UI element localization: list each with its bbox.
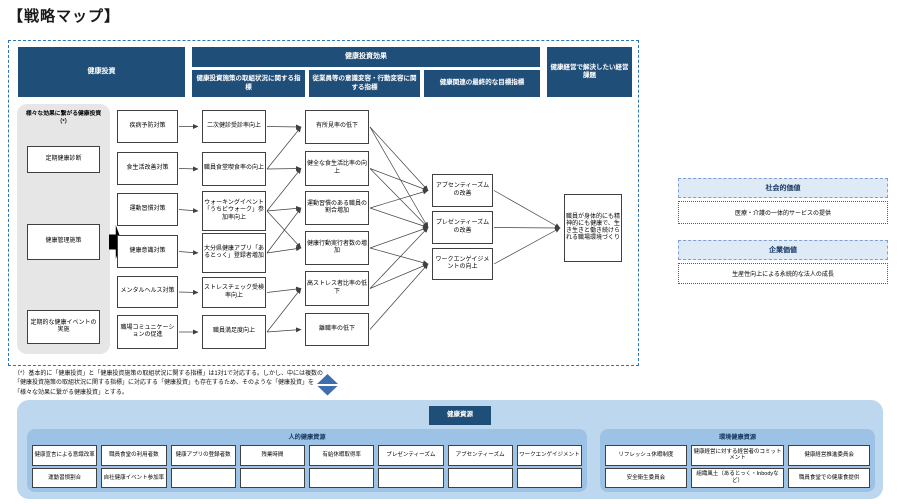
investment-box: 食生活改善対策 — [117, 152, 178, 185]
diamond-connector-icon — [317, 374, 338, 396]
human-resources-row2: 運動習慣割合 自社健康イベント参加率 — [32, 467, 582, 488]
resource-box: 有給休暇取得率 — [309, 445, 375, 466]
human-resources-title: 人的健康資源 — [288, 434, 326, 441]
header-effect-sub3: 健康関連の最終的な目標指標 — [424, 70, 540, 97]
resource-box: ワークエンゲイジメント — [516, 445, 582, 466]
resource-box: 健康経営に対する経営者のコミットメント — [690, 445, 785, 466]
resource-box-empty — [239, 467, 305, 488]
behavior-indicator-box: 運動習慣のある職員の割合増加 — [305, 191, 369, 225]
environment-resources-panel: 環境健康資源 リフレッシュ休暇制度 健康経営に対する経営者のコミットメント 健康… — [600, 429, 875, 492]
resource-box: 健康宣言による意識改革 — [32, 445, 98, 466]
human-resources-panel: 人的健康資源 健康宣言による意識改革 職員食堂の利用者数 健康アプリの登録者数 … — [27, 429, 587, 492]
health-resources-title: 健康資源 — [429, 406, 491, 425]
status-indicator-box: 職員食堂喫食率の向上 — [202, 152, 266, 186]
resource-box-empty — [170, 467, 236, 488]
resource-box: 職員食堂の利用者数 — [101, 445, 167, 466]
resource-box-empty — [309, 467, 375, 488]
resource-box: 健康経営推進委員会 — [788, 445, 870, 466]
resource-box: 安全衛生委員会 — [605, 467, 687, 488]
resource-box: 自社健康イベント参加率 — [101, 467, 167, 488]
multi-effect-panel-title: 様々な効果に繋がる健康投資（*） — [25, 111, 102, 126]
status-indicator-box: ウォーキングイベント「うちビウォーク」参加率向上 — [202, 191, 266, 231]
header-effect-sub1: 健康投資施策の取組状況に関する指標 — [192, 70, 305, 97]
resource-box-empty — [516, 467, 582, 488]
resource-box: リフレッシュ休暇制度 — [605, 445, 687, 466]
corporate-value-header: 企業価値 — [678, 240, 888, 260]
resource-box: 運動習慣割合 — [32, 467, 98, 488]
corporate-value-item: 生産性向上による永続的な法人の成長 — [678, 263, 888, 284]
status-indicator-box: 大分県健康アプリ「あるとっく」登録者増加 — [202, 233, 266, 273]
resource-box: 組織風土（あるとっく・Inbodyなど） — [690, 467, 785, 488]
status-indicator-box: 二次健診受診率向上 — [202, 110, 266, 143]
human-resources-row1: 健康宣言による意識改革 職員食堂の利用者数 健康アプリの登録者数 残業時間 有給… — [32, 445, 582, 466]
behavior-indicator-box: 有所見率の低下 — [305, 110, 369, 144]
social-value-header: 社会的価値 — [678, 178, 888, 198]
resource-box-empty — [378, 467, 444, 488]
page-title: 【戦略マップ】 — [8, 8, 121, 25]
header-issue: 健康経営で解決したい経営課題 — [547, 47, 632, 97]
resource-box: アブセンティーズム — [447, 445, 513, 466]
investment-box: 健康意識対策 — [117, 235, 178, 268]
multi-effect-item: 定期健康診断 — [27, 146, 100, 173]
status-indicator-box: ストレスチェック受検率向上 — [202, 277, 266, 308]
resource-box-empty — [447, 467, 513, 488]
behavior-indicator-box: 健全な食生活比率の向上 — [305, 151, 369, 186]
social-value-item: 医療・介護の一体的サービスの提供 — [678, 201, 888, 224]
final-indicator-box: ワークエンゲイジメントの向上 — [432, 248, 493, 280]
investment-box: 運動習慣対策 — [117, 193, 178, 226]
investment-box: 疾病予防対策 — [117, 110, 178, 143]
resource-box: 残業時間 — [239, 445, 305, 466]
environment-resources-row1: リフレッシュ休暇制度 健康経営に対する経営者のコミットメント 健康経営推進委員会 — [605, 445, 870, 466]
investment-box: メンタルヘルス対策 — [117, 276, 178, 308]
environment-resources-row2: 安全衛生委員会 組織風土（あるとっく・Inbodyなど） 職員食堂での健康食提供 — [605, 467, 870, 488]
multi-effect-item: 健康管理施策 — [27, 224, 100, 260]
header-investment: 健康投資 — [18, 47, 185, 97]
final-indicator-box: プレゼンティーズムの改善 — [432, 211, 493, 244]
footnote: （*）基本的に「健康投資」と「健康投資施策の取組状況に関する指標」は1対1で対応… — [14, 371, 324, 396]
goal-box: 職員が身体的にも精神的にも健康で、生き生きと働き続けられる職場環境づくり — [564, 194, 622, 262]
resource-box: 健康アプリの登録者数 — [170, 445, 236, 466]
resource-box: プレゼンティーズム — [378, 445, 444, 466]
multi-effect-item: 定期的な健康イベントの実施 — [27, 310, 100, 344]
behavior-indicator-box: 離職率の低下 — [305, 313, 369, 346]
header-effect: 健康投資効果 — [192, 47, 540, 67]
behavior-indicator-box: 健康行動実行者数の増加 — [305, 231, 369, 265]
status-indicator-box: 職員満足度向上 — [202, 315, 266, 349]
resource-box: 職員食堂での健康食提供 — [788, 467, 870, 488]
behavior-indicator-box: 高ストレス者比率の低下 — [305, 271, 369, 306]
final-indicator-box: アブセンティーズムの改善 — [432, 174, 493, 207]
environment-resources-title: 環境健康資源 — [718, 434, 757, 441]
header-effect-sub2: 従業員等の意識変容・行動変容に関する指標 — [309, 70, 420, 97]
investment-box: 職場コミュニケーションの促進 — [117, 315, 178, 349]
